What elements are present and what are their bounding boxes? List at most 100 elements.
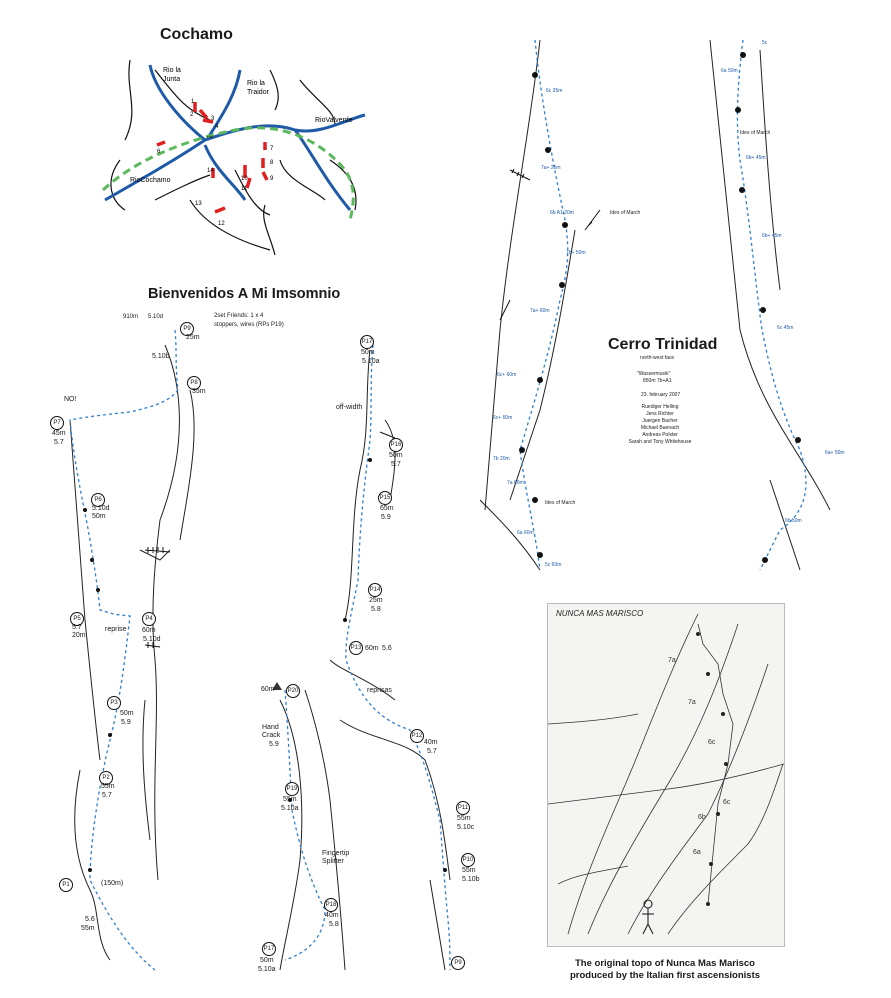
- svg-text:14: 14: [207, 168, 214, 174]
- pitch-p1-grade: 5.6: [85, 916, 95, 923]
- cerro-grade-11: 6c 35m: [546, 88, 563, 94]
- river-label-junta: Rio la: [163, 67, 181, 74]
- pitch-p15-grade: 5.9: [381, 514, 391, 521]
- cerro-title: Cerro Trinidad: [608, 336, 718, 353]
- pitch-p11-len: 55m: [457, 815, 471, 822]
- pitch-p4-grade: 5.10d: [143, 636, 161, 643]
- pitch-p13-len: 60m: [365, 645, 379, 652]
- svg-text:12: 12: [218, 221, 225, 227]
- river-label-valverde: RioValverde: [315, 117, 353, 124]
- map-sectors: [156, 102, 269, 214]
- svg-text:6: 6: [157, 149, 161, 155]
- pitch-p6-len: 50m: [92, 513, 106, 520]
- river-label-trador: Rio la: [247, 80, 265, 87]
- svg-text:6c: 6c: [723, 799, 731, 806]
- svg-text:10: 10: [241, 176, 248, 182]
- pitch-p15: P15: [378, 491, 392, 505]
- cerro-grade-1: 5c 60m: [545, 562, 562, 568]
- pitch-p4-len: 60m: [142, 627, 156, 634]
- svg-text:7a: 7a: [688, 699, 696, 706]
- svg-text:7a: 7a: [668, 657, 676, 664]
- svg-text:2: 2: [190, 112, 194, 118]
- cerro-face: north-west face: [640, 355, 675, 361]
- cerro-right-grade-3: 6b+ 45m: [746, 155, 766, 161]
- pitch-p19: P19: [285, 782, 299, 796]
- route1-gear-2: stoppers, wires (RPs P19): [214, 322, 284, 328]
- map-title: Cochamo: [160, 26, 233, 43]
- route1-length: 910m: [123, 314, 139, 320]
- cerro-right-grade-1: 5c: [762, 40, 768, 46]
- svg-text:9: 9: [270, 176, 274, 182]
- pitch-p10-len: 55m: [462, 867, 476, 874]
- pitch-p17-bottom-grade: 5.10a: [258, 966, 276, 973]
- pitch-p5: P5: [70, 612, 84, 626]
- pitch-p11: P11: [456, 801, 470, 815]
- climber-2: Jens Richter: [646, 411, 674, 417]
- cerro-date: 23. february 2007: [641, 392, 681, 398]
- svg-text:6b: 6b: [698, 814, 706, 821]
- climber-6: Sarah and Tony Whitehouse: [628, 439, 692, 445]
- pitch-p20-len: 60m: [261, 686, 275, 693]
- sketch-caption-1: The original topo of Nunca Mas Marisco: [575, 958, 755, 969]
- pitch-p1: P1: [59, 878, 73, 892]
- pitch-p17-top-grade: 5.10a: [362, 358, 380, 365]
- pitch-p18-grade: 5.8: [329, 921, 339, 928]
- pitch-p3-grade: 5.9: [121, 719, 131, 726]
- cerro-grade-3: 6c+ 60m: [493, 415, 513, 421]
- cerro-climbers: Ruediger Helling Jens Richter Juergen Ba…: [620, 404, 700, 446]
- pitch-p16-len: 50m: [389, 452, 403, 459]
- cerro-right-grade-5: 6c 45m: [777, 325, 794, 331]
- pitch-p2-grade: 5.7: [102, 792, 112, 799]
- pitch-p3-len: 50m: [120, 710, 134, 717]
- route1-bolts: [83, 458, 447, 872]
- pitch-p16: P16: [389, 438, 403, 452]
- pitch-p12: P12: [410, 729, 424, 743]
- pitch-p13-grade: 5.6: [382, 645, 392, 652]
- pitch-p19-grade: 5.10a: [281, 805, 299, 812]
- pitch-p6-grade: 5.10d: [92, 505, 110, 512]
- pitch-p16-grade: 5.7: [391, 461, 401, 468]
- river-label-trador-2: Traidor: [247, 89, 270, 96]
- route1-topo: [69, 329, 451, 971]
- label-reprise: reprise: [105, 626, 127, 633]
- pitch-p1-len: 55m: [81, 925, 95, 932]
- climber-4: Michael Baenach: [640, 425, 680, 431]
- map-terrain: [110, 59, 357, 256]
- cerro-topo: [480, 39, 831, 571]
- ides-label-1: Ides of March: [610, 210, 641, 216]
- sketch-dots: [696, 632, 728, 906]
- cerro-right-grade-4: 6b+ 45m: [762, 233, 782, 239]
- p20-marker: [272, 682, 282, 690]
- cerro-grade-4: 7b 20m: [493, 456, 510, 462]
- label-reprises: reprisas: [367, 687, 392, 694]
- pitch-p20: P20: [286, 684, 300, 698]
- pitch-p10: P10: [461, 853, 475, 867]
- map-rivers: [104, 64, 366, 211]
- pitch-p9-bottom: P9: [451, 956, 465, 970]
- cerro-route-stats: 850m 7b+A1: [643, 378, 672, 384]
- cerro-rock-lines: [480, 39, 831, 571]
- svg-text:6c: 6c: [708, 739, 716, 746]
- svg-text:4: 4: [215, 124, 219, 130]
- cochamo-map: Rio la Junta Rio la Traidor RioValverde …: [101, 59, 366, 256]
- pitch-p8: P8: [187, 376, 201, 390]
- label-hand-crack: Hand Crack: [262, 724, 281, 739]
- cerro-grade-10: 7a+ 25m: [541, 165, 561, 171]
- svg-text:8: 8: [270, 160, 274, 166]
- pitch-p5-len: 20m: [72, 632, 86, 639]
- cerro-grade-6: 6c+ 60m: [497, 372, 517, 378]
- pitch-p4: P4: [142, 612, 156, 626]
- pitch-p7-len: 45m: [52, 430, 66, 437]
- label-base-note: (150m): [101, 880, 124, 887]
- route1-rock-lines: [69, 344, 451, 971]
- cerro-belays: [519, 52, 801, 563]
- pitch-p9: P9: [180, 322, 194, 336]
- cerro-grade-9: 6b A1 20m: [550, 210, 574, 216]
- svg-text:3: 3: [211, 116, 215, 122]
- label-no: NO!: [64, 396, 77, 403]
- sketch-caption: The original topo of Nunca Mas Marisco p…: [547, 958, 783, 982]
- climber-1: Ruediger Helling: [641, 404, 679, 410]
